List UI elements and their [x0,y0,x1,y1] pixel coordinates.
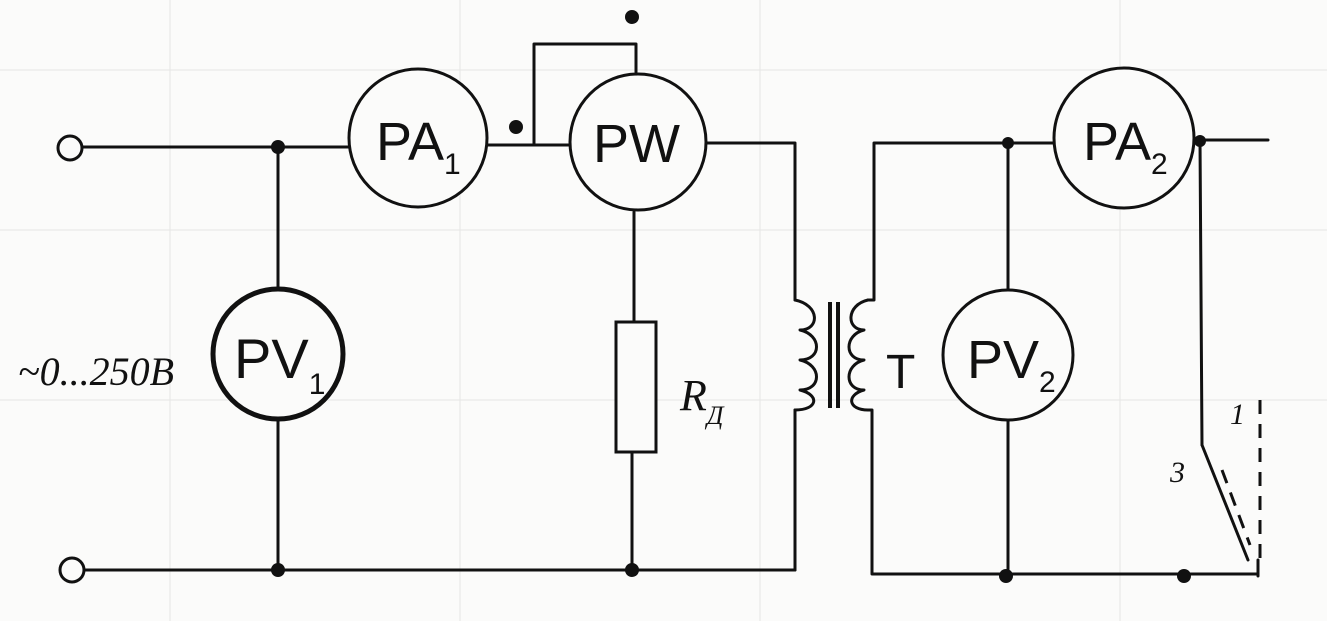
voltmeter-pv1-label: PV1 [234,327,325,401]
voltmeter-pv2-body [941,288,1075,422]
wattmeter-pw-label: PW [593,114,680,174]
switch-position-dashed-diagonal [1220,469,1252,546]
ammeter-pa2-body [1052,66,1196,210]
voltmeter-pv2: PV2 [941,288,1075,422]
wire-transformer-secondary-top [866,141,1060,302]
junction-dot [271,140,285,154]
wattmeter-pw-body [568,72,708,212]
wires [80,42,1270,578]
wattmeter-pw: PW [568,72,708,212]
ammeter-pa2: PA2 [1052,66,1196,210]
transformer-primary-coil [793,298,818,412]
wire-transformer-secondary-bottom [866,408,1260,576]
wattmeter-polarity-dot-current [509,120,523,134]
junction-dot [1194,135,1206,147]
transformer-t [793,298,870,412]
input-terminal-top[interactable] [56,134,84,162]
wire-pa2-to-switch [1198,138,1204,447]
switch-position-3-label: 3 [1169,456,1185,489]
resistor-label: RД [679,371,725,430]
ammeter-pa1: PA1 [347,67,489,209]
junction-dot [999,569,1013,583]
ammeter-pa1-body [347,67,489,209]
wire-pw-voltage-loop [532,42,638,147]
junction-dot [271,563,285,577]
junction-dot [1177,569,1191,583]
junction-dot [1002,137,1014,149]
ammeter-pa2-label: PA2 [1083,112,1168,181]
voltmeter-pv2-label: PV2 [967,330,1056,399]
wire-pw-to-transformer [704,141,797,302]
voltmeter-pv1-body [210,286,346,422]
switch-position-1-label: 1 [1230,398,1245,431]
ammeter-pa1-label: PA1 [376,112,461,181]
transformer-secondary-coil [847,298,870,412]
wattmeter-polarity-dot-voltage [625,10,639,24]
input-terminal-bottom[interactable] [58,556,86,584]
junction-dot [625,563,639,577]
voltmeter-pv1: PV1 [210,286,346,422]
transformer-label: T [886,346,915,399]
resistor-rd [614,320,658,454]
junction-dots [271,10,1206,583]
switch-blade [1200,443,1250,562]
source-voltage-label: ~0...250В [18,349,174,394]
